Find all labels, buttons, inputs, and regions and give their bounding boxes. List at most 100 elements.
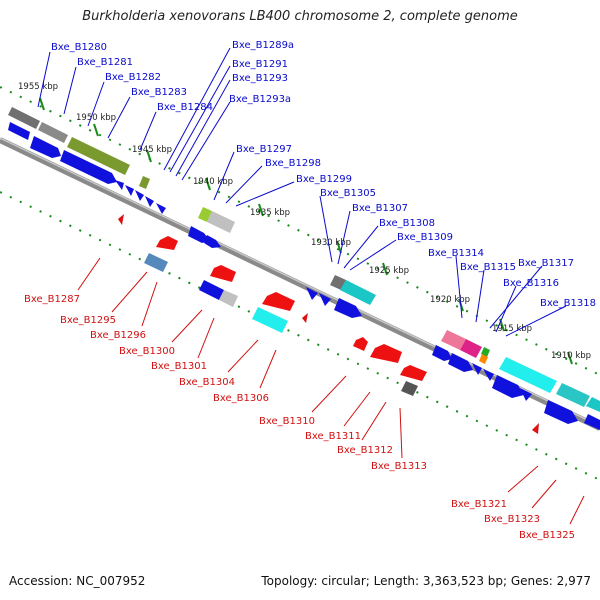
gene-label[interactable]: Bxe_B1293a (229, 94, 291, 105)
gene-label[interactable]: Bxe_B1306 (213, 393, 269, 404)
gene-arrow[interactable] (30, 136, 61, 158)
gene-label[interactable]: Bxe_B1323 (484, 514, 540, 525)
forward-strand-genes (8, 107, 600, 430)
gene-arrow[interactable] (400, 365, 427, 381)
gene-label[interactable]: Bxe_B1296 (90, 330, 146, 341)
kbp-labels: 1955 kbp 1950 kbp 1945 kbp 1940 kbp 1935… (18, 82, 591, 361)
gene-arrow[interactable] (306, 287, 318, 300)
gene-arrow[interactable] (334, 298, 362, 318)
kbp-label: 1925 kbp (369, 266, 409, 276)
forward-gene-labels (37, 47, 567, 337)
gene-label[interactable]: Bxe_B1295 (60, 315, 116, 326)
gene-label[interactable]: Bxe_B1301 (151, 361, 207, 372)
gene-label[interactable]: Bxe_B1281 (77, 57, 133, 68)
gene-label[interactable]: Bxe_B1282 (105, 72, 161, 83)
kbp-label: 1915 kbp (492, 324, 532, 334)
gene-label[interactable]: Bxe_B1304 (179, 377, 235, 388)
gene-arrow[interactable] (145, 196, 154, 207)
gene-label[interactable]: Bxe_B1293 (232, 73, 288, 84)
gene-arrow[interactable] (584, 414, 600, 430)
gene-block[interactable] (219, 290, 238, 307)
gene-arrow[interactable] (115, 180, 124, 190)
gene-label[interactable]: Bxe_B1287 (24, 294, 80, 305)
kbp-label: 1955 kbp (18, 82, 58, 92)
gene-block[interactable] (139, 176, 150, 189)
gene-label[interactable]: Bxe_B1289a (232, 40, 294, 51)
gene-block[interactable] (499, 357, 557, 393)
forward-gene-label-text: Bxe_B1280 Bxe_B1281 Bxe_B1282 Bxe_B1283 … (51, 40, 596, 309)
gene-arrow[interactable] (156, 236, 178, 250)
gene-arrow[interactable] (520, 388, 532, 401)
gene-label[interactable]: Bxe_B1298 (265, 158, 321, 169)
gene-label[interactable]: Bxe_B1297 (236, 144, 292, 155)
gene-label[interactable]: Bxe_B1305 (320, 188, 376, 199)
gene-label[interactable]: Bxe_B1310 (259, 416, 315, 427)
gene-label[interactable]: Bxe_B1313 (371, 461, 427, 472)
gene-arrow[interactable] (156, 203, 166, 214)
tick-track-forward (0, 86, 600, 376)
kbp-label: 1930 kbp (311, 238, 351, 248)
gene-block[interactable] (441, 330, 466, 350)
gene-block[interactable] (144, 253, 168, 272)
gene-arrow[interactable] (472, 363, 482, 375)
gene-label[interactable]: Bxe_B1325 (519, 530, 575, 541)
kbp-label: 1945 kbp (132, 145, 172, 155)
reverse-gene-labels (77, 257, 585, 525)
gene-arrow[interactable] (135, 190, 144, 201)
gene-block[interactable] (198, 207, 212, 222)
gene-arrow[interactable] (432, 345, 452, 361)
gene-block[interactable] (556, 383, 590, 407)
gene-arrow[interactable] (118, 214, 124, 225)
gene-label[interactable]: Bxe_B1299 (296, 174, 352, 185)
gene-arrow[interactable] (370, 344, 402, 363)
gene-arrow[interactable] (210, 265, 236, 282)
gene-block[interactable] (252, 307, 288, 333)
accession-text: Accession: NC_007952 (9, 574, 146, 588)
gene-block[interactable] (340, 280, 376, 305)
gene-arrow[interactable] (125, 185, 134, 196)
gene-label[interactable]: Bxe_B1315 (460, 262, 516, 273)
gene-block[interactable] (460, 339, 482, 358)
gene-arrow[interactable] (262, 292, 295, 311)
gene-label[interactable]: Bxe_B1280 (51, 42, 107, 53)
reverse-strand-genes (118, 214, 539, 434)
gene-arrow[interactable] (353, 337, 368, 351)
gene-arrow[interactable] (60, 150, 117, 184)
gene-label[interactable]: Bxe_B1312 (337, 445, 393, 456)
gene-arrow[interactable] (492, 375, 524, 398)
gene-label[interactable]: Bxe_B1308 (379, 218, 435, 229)
reverse-gene-label-text: Bxe_B1287 Bxe_B1295 Bxe_B1296 Bxe_B1300 … (24, 294, 575, 541)
gene-block[interactable] (8, 107, 40, 129)
gene-label[interactable]: Bxe_B1307 (352, 203, 408, 214)
gene-label[interactable]: Bxe_B1309 (397, 232, 453, 243)
gene-arrow[interactable] (302, 313, 308, 323)
map-title: Burkholderia xenovorans LB400 chromosome… (82, 9, 518, 24)
gene-arrow[interactable] (532, 423, 539, 434)
gene-label[interactable]: Bxe_B1311 (305, 431, 361, 442)
gene-label[interactable]: Bxe_B1314 (428, 248, 484, 259)
gene-label[interactable]: Bxe_B1321 (451, 499, 507, 510)
gene-label[interactable]: Bxe_B1317 (518, 258, 574, 269)
gene-block[interactable] (67, 137, 130, 175)
gene-block[interactable] (38, 122, 68, 143)
gene-arrow[interactable] (188, 226, 210, 243)
gene-block[interactable] (330, 275, 346, 290)
gene-label[interactable]: Bxe_B1283 (131, 87, 187, 98)
gene-arrow[interactable] (204, 235, 221, 248)
gene-label[interactable]: Bxe_B1291 (232, 59, 288, 70)
gene-label[interactable]: Bxe_B1300 (119, 346, 175, 357)
gene-arrow[interactable] (8, 122, 30, 140)
gene-block[interactable] (481, 347, 490, 357)
gene-block[interactable] (401, 381, 418, 396)
gene-block[interactable] (199, 280, 224, 300)
gene-label[interactable]: Bxe_B1316 (503, 278, 559, 289)
gene-arrow[interactable] (319, 293, 331, 306)
gene-block[interactable] (586, 397, 600, 412)
gene-block[interactable] (479, 354, 488, 364)
gene-label[interactable]: Bxe_B1318 (540, 298, 596, 309)
gene-block[interactable] (207, 211, 235, 233)
gene-arrow[interactable] (483, 369, 494, 381)
gene-label[interactable]: Bxe_B1284 (157, 102, 213, 113)
gene-arrow[interactable] (544, 400, 578, 424)
gene-arrow[interactable] (448, 353, 473, 372)
